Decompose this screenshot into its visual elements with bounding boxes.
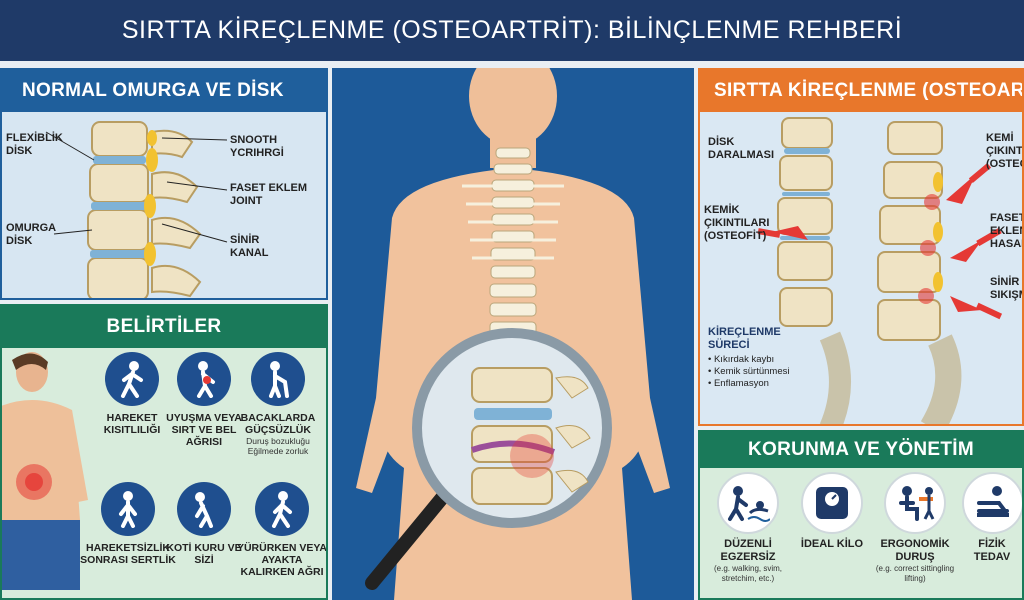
label-nerve-canal: SİNİR KANAL	[230, 234, 269, 259]
back-pain-figure	[2, 352, 88, 590]
scale-icon	[801, 472, 863, 534]
healthy-side-vertebrae	[777, 117, 851, 424]
symptom-item: BACAKLARDA GÜÇSÜZLÜK Duruş bozukluğu Eği…	[234, 352, 322, 456]
normal-vertebrae	[87, 121, 202, 298]
list-item: Enflamasyon	[708, 378, 789, 390]
standing-person-icon	[101, 482, 155, 536]
symptom-item: HAREKETSİZLİK SONRASI SERTLİK	[78, 482, 178, 566]
label-facet-joint: FASET EKLEM JOINT	[230, 182, 308, 207]
ergonomic-icon	[884, 472, 946, 534]
normal-leader-lines	[45, 131, 228, 243]
prevention-panel: KORUNMA VE YÖNETİM DÜZENLİ EGZERSİZ (e.g…	[698, 430, 1024, 600]
walking-pain-icon	[255, 482, 309, 536]
label-osteophyte: KEMİK ÇIKINTILARI (OSTEOFİT)	[704, 204, 770, 242]
magnifying-glass	[365, 328, 612, 590]
label-disc-narrowing: DİSK DARALMASI	[708, 136, 774, 161]
osteoarthritis-panel: SIRTTA KİREÇLENME (OSTEOARTRİT)	[698, 68, 1024, 426]
center-illustration-panel	[332, 68, 694, 600]
symptom-item: KOTİ KURU VE SİZİ	[160, 482, 248, 566]
list-item: Kıkırdak kaybı	[708, 354, 789, 366]
symptoms-title: BELİRTİLER	[2, 306, 326, 348]
prevention-title: KORUNMA VE YÖNETİM	[700, 432, 1022, 468]
symptom-item: YÜRÜRKEN VEYA AYAKTA KALIRKEN AĞRI	[236, 482, 326, 578]
prevention-item: ERGONOMİK DURUŞ (e.g. correct sittinglin…	[870, 472, 960, 584]
process-title: KİREÇLENME SÜRECİ	[708, 326, 781, 351]
prevention-item: FİZİK TEDAV	[962, 472, 1022, 564]
torso-spine-illustration	[356, 68, 670, 600]
symptom-item: HAREKET KISITLILIĞI	[88, 352, 176, 436]
exercise-icon	[717, 472, 779, 534]
prevention-item: İDEAL KİLO	[790, 472, 874, 551]
bent-person-icon	[177, 482, 231, 536]
prevention-item: DÜZENLİ EGZERSİZ (e.g. walking, svim, st…	[706, 472, 790, 584]
process-list: Kıkırdak kaybı Kemik sürtünmesi Enflamas…	[708, 354, 790, 390]
label-facet-damage: FASET EKLEN HASAR	[990, 212, 1024, 250]
label-bone-spur: KEMİ ÇIKINTIL (OSTEO	[986, 132, 1024, 170]
symptom-item: UYUŞMA VEYA SIRT VE BEL AĞRISI	[160, 352, 248, 448]
spine-column	[462, 147, 564, 336]
osteoarthritis-spine-illustration	[757, 117, 1003, 424]
page-header: SIRTTA KİREÇLENME (OSTEOARTRİT): BİLİNÇL…	[0, 0, 1024, 64]
label-smooth: SNOOTH YCRIHRGİ	[230, 134, 284, 159]
back-pain-person-icon	[177, 352, 231, 406]
arthritic-side-vertebrae	[877, 121, 962, 424]
osteoarthritis-title: SIRTTA KİREÇLENME (OSTEOARTRİT)	[700, 70, 1022, 112]
osteoarthritis-process: KİREÇLENME SÜRECİ Kıkırdak kaybı Kemik s…	[708, 326, 789, 390]
label-vertebra-disc: OMURGA DİSK	[6, 222, 56, 247]
cane-person-icon	[251, 352, 305, 406]
red-arrows	[757, 162, 1003, 320]
walking-person-icon	[105, 352, 159, 406]
symptoms-panel: BELİRTİLER HAREKET KISITLILIĞI UYUŞMA VE…	[0, 304, 328, 600]
normal-spine-title: NORMAL OMURGA VE DİSK	[2, 70, 326, 112]
label-flexible-disc: FLEXİBLİK DİSK	[6, 132, 63, 157]
normal-spine-illustration	[45, 121, 228, 298]
normal-spine-panel: NORMAL OMURGA VE DİSK FLEXİBLİK	[0, 68, 328, 300]
list-item: Kemik sürtünmesi	[708, 366, 790, 378]
page-title: SIRTTA KİREÇLENME (OSTEOARTRİT): BİLİNÇL…	[121, 16, 903, 44]
therapy-icon	[962, 472, 1022, 534]
label-nerve-compression: SİNİR SIKIŞMA	[990, 276, 1022, 301]
